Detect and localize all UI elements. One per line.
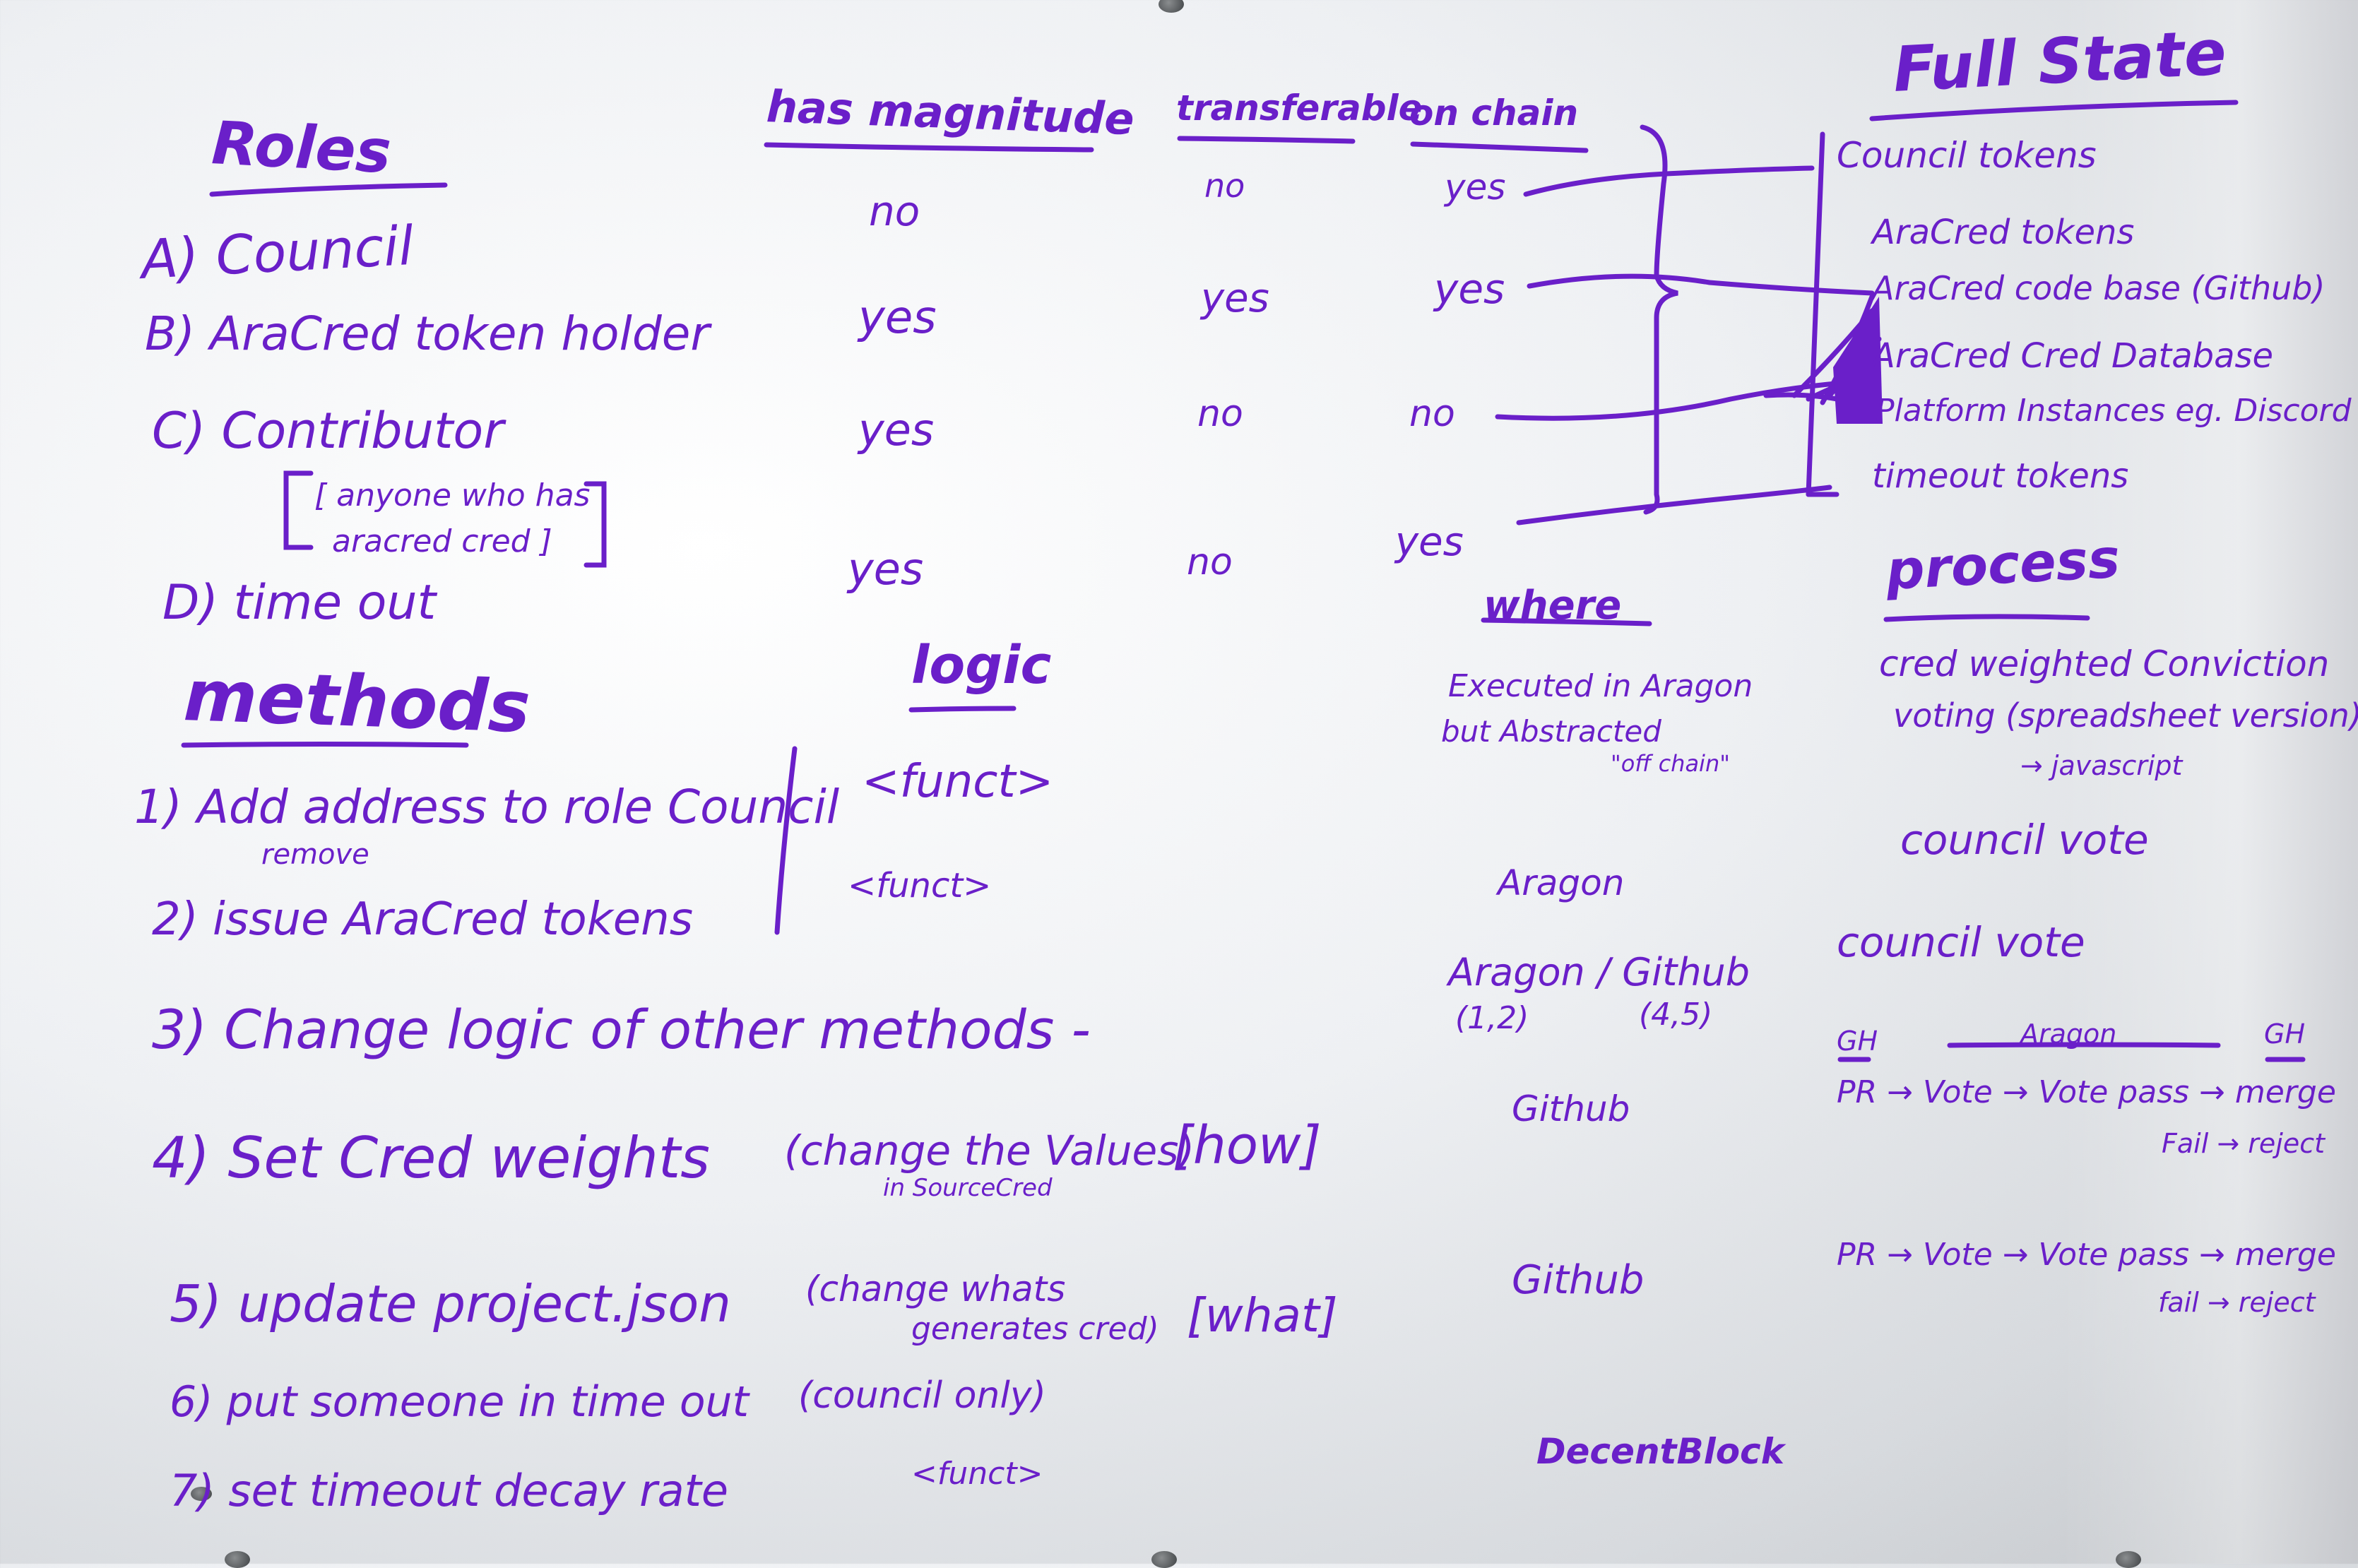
magnet (191, 1487, 212, 1501)
row1-on-chain: yes (1445, 167, 1506, 208)
on-chain-heading: on chain (1409, 93, 1579, 133)
flow-gh-left: GH (1837, 1026, 1878, 1057)
where-3-ids-b: (4,5) (1639, 997, 1713, 1033)
method-5-paren-2: generates cred) (911, 1311, 1159, 1347)
method-4: 4) Set Cred weights (152, 1125, 710, 1191)
method-3: 3) Change logic of other methods - (152, 998, 1091, 1061)
method-1-remove: remove (261, 838, 369, 871)
method-6-paren: (council only) (798, 1374, 1046, 1417)
process-flow-1-fail: Fail → reject (2162, 1128, 2325, 1159)
row4-on-chain: yes (1395, 519, 1464, 565)
full-state-code-base: AraCred code base (Github) (1872, 269, 2326, 307)
flow-aragon: Aragon (2020, 1018, 2117, 1050)
role-council: A) Council (139, 213, 415, 291)
roles-heading: Roles (210, 108, 393, 187)
full-state-cred-database: AraCred Cred Database (1872, 336, 2274, 376)
where-1-line-1: Executed in Aragon (1448, 668, 1753, 704)
where-1-line-3: "off chain" (1611, 750, 1730, 777)
logic-7: <funct> (911, 1456, 1043, 1492)
process-1-line-3: → javascript (2020, 750, 2183, 781)
row1-magnitude: no (869, 187, 920, 235)
method-4-how: [how] (1173, 1115, 1322, 1176)
method-2: 2) issue AraCred tokens (152, 893, 694, 946)
method-5-what: [what] (1187, 1288, 1338, 1343)
full-state-aracred-tokens: AraCred tokens (1872, 213, 2135, 252)
row2-magnitude: yes (858, 292, 937, 344)
where-3-ids-a: (1,2) (1455, 1000, 1529, 1036)
process-flow-2: PR → Vote → Vote pass → merge (1837, 1237, 2336, 1273)
role-timeout: D) time out (162, 575, 437, 631)
process-1-line-2: voting (spreadsheet version) (1893, 696, 2358, 735)
role-contributor-note-2: aracred cred ] (332, 523, 552, 559)
row4-magnitude: yes (848, 543, 924, 595)
process-1-line-1: cred weighted Conviction (1879, 643, 2330, 684)
flow-gh-right: GH (2264, 1018, 2306, 1050)
row4-transferable: no (1187, 541, 1233, 583)
row1-transferable: no (1204, 167, 1245, 205)
row3-magnitude: yes (858, 404, 935, 456)
method-7: 7) set timeout decay rate (170, 1465, 729, 1516)
row3-transferable: no (1197, 393, 1243, 435)
role-aracred-token-holder: B) AraCred token holder (145, 307, 710, 361)
transferable-heading: transferable (1176, 88, 1423, 129)
process-flow-2-fail: fail → reject (2158, 1287, 2316, 1318)
magnet (1159, 0, 1184, 13)
where-heading: where (1483, 583, 1622, 629)
method-5-paren-1: (change whats (805, 1269, 1066, 1309)
method-4-paren-sub: in SourceCred (883, 1174, 1053, 1202)
where-2: Aragon (1498, 862, 1625, 903)
light-glare (2061, 0, 2358, 1564)
row2-on-chain: yes (1434, 265, 1505, 313)
row3-on-chain: no (1409, 393, 1455, 435)
process-heading: process (1884, 526, 2122, 602)
where-1-line-2: but Abstracted (1441, 714, 1661, 749)
full-state-timeout-tokens: timeout tokens (1872, 456, 2129, 496)
method-4-paren: (change the Values) (784, 1127, 1195, 1175)
process-flow-1: PR → Vote → Vote pass → merge (1837, 1074, 2336, 1110)
row2-transferable: yes (1201, 275, 1269, 321)
process-3: council vote (1837, 918, 2085, 966)
full-state-council-tokens: Council tokens (1837, 135, 2097, 176)
logic-heading: logic (911, 635, 1052, 696)
role-contributor: C) Contributor (152, 402, 504, 460)
full-state-platform-instances: Platform Instances eg. Discord (1876, 393, 2352, 429)
where-6: DecentBlock (1536, 1431, 1784, 1472)
has-magnitude-heading: has magnitude (765, 81, 1135, 145)
process-2: council vote (1900, 816, 2149, 864)
method-5: 5) update project.json (170, 1274, 731, 1334)
full-state-heading: Full State (1891, 16, 2228, 106)
methods-heading: methods (182, 654, 532, 749)
logic-1: <funct> (862, 756, 1054, 808)
method-1: 1) Add address to role Council (134, 780, 840, 834)
where-4: Github (1512, 1088, 1630, 1129)
where-3: Aragon / Github (1448, 950, 1750, 994)
logic-2: <funct> (848, 866, 992, 905)
where-5: Github (1512, 1257, 1645, 1303)
method-6: 6) put someone in time out (170, 1377, 750, 1427)
role-contributor-note-1: [ anyone who has (314, 477, 591, 513)
